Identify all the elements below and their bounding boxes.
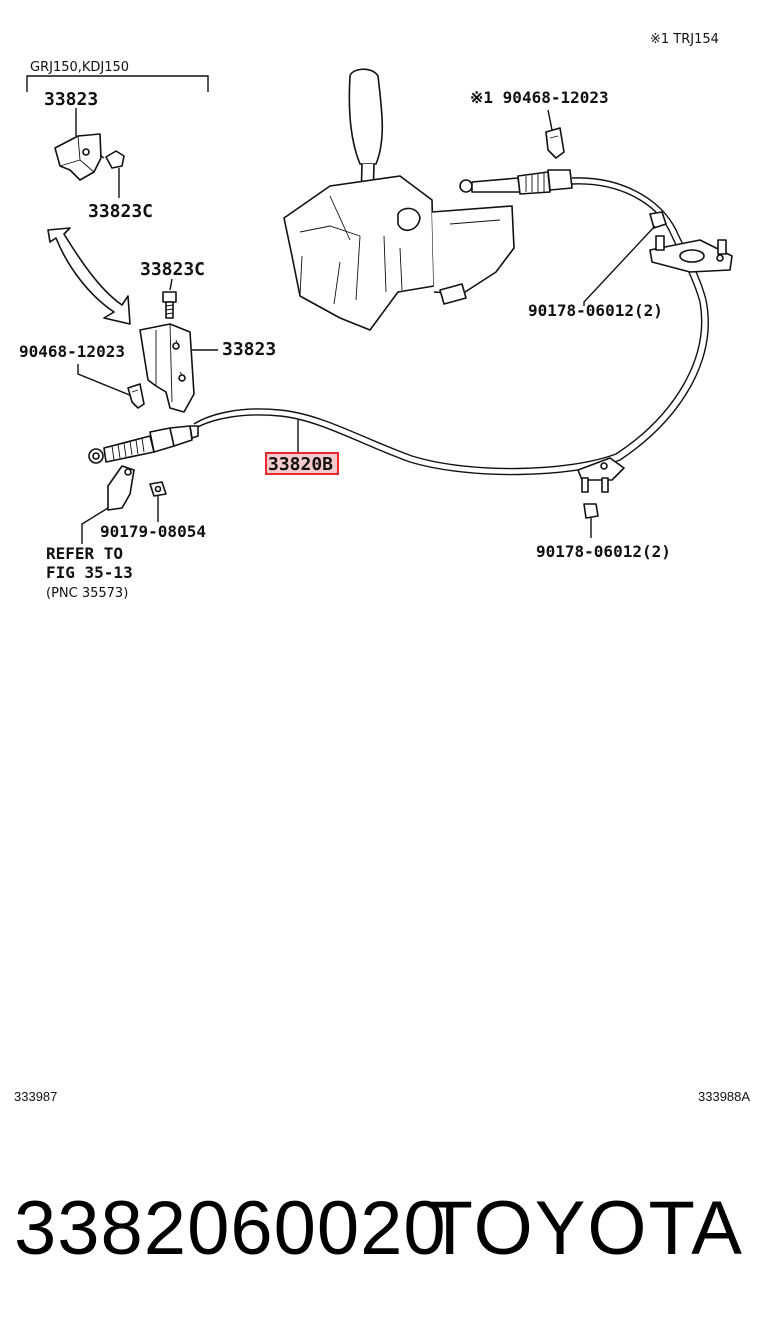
part-identity: 3382060020 TOYOTA	[0, 1185, 760, 1295]
refer-line-3: (PNC 35573)	[46, 586, 128, 601]
nut-lower-icon	[583, 503, 599, 519]
cable-upper-end	[459, 169, 573, 195]
shift-lever-assembly	[283, 68, 515, 331]
refer-line-1: REFER TO	[46, 544, 123, 563]
cable-bracket-upper	[649, 235, 733, 273]
nut-upper-icon	[649, 211, 667, 229]
trj-note: ※1 TRJ154	[650, 32, 719, 47]
footer-right-code: 333988A	[698, 1089, 750, 1104]
callout-33823C-mid[interactable]: 33823C	[140, 259, 205, 280]
callout-33823C-top[interactable]: 33823C	[88, 201, 153, 222]
callout-90178-lower[interactable]: 90178-06012(2)	[536, 542, 671, 561]
clip-top-icon	[545, 127, 565, 159]
bolt-mid-icon	[162, 291, 177, 319]
group-bracket-marker: GRJ150,KDJ150	[26, 60, 209, 92]
callout-33820B[interactable]: 33820B	[268, 454, 333, 475]
callout-90178-upper[interactable]: 90178-06012(2)	[528, 301, 663, 320]
part-number: 3382060020	[14, 1186, 447, 1271]
callout-90179[interactable]: 90179-08054	[100, 522, 206, 541]
cable-end-bracket	[107, 465, 135, 511]
refer-line-2: FIG 35-13	[46, 563, 133, 582]
bracket-mid-icon	[139, 323, 195, 413]
cable-bracket-lower	[577, 457, 625, 493]
nut-left-icon	[149, 481, 167, 497]
arrow-icon	[47, 227, 131, 325]
callout-33823-mid[interactable]: 33823	[222, 339, 276, 360]
bracket-top-icon	[54, 133, 102, 181]
group-label: GRJ150,KDJ150	[30, 60, 129, 75]
footer-left-code: 333987	[14, 1089, 57, 1104]
cable-lower-end	[88, 425, 199, 464]
callout-90468-top[interactable]: ※1 90468-12023	[470, 88, 609, 107]
callout-33823-top[interactable]: 33823	[44, 89, 98, 110]
brand-name: TOYOTA	[426, 1186, 744, 1271]
bolt-top-icon	[99, 150, 125, 169]
callout-90468-left[interactable]: 90468-12023	[19, 342, 125, 361]
shift-cable	[193, 177, 709, 476]
highlight-box	[265, 452, 339, 475]
clip-left-icon	[127, 383, 145, 409]
